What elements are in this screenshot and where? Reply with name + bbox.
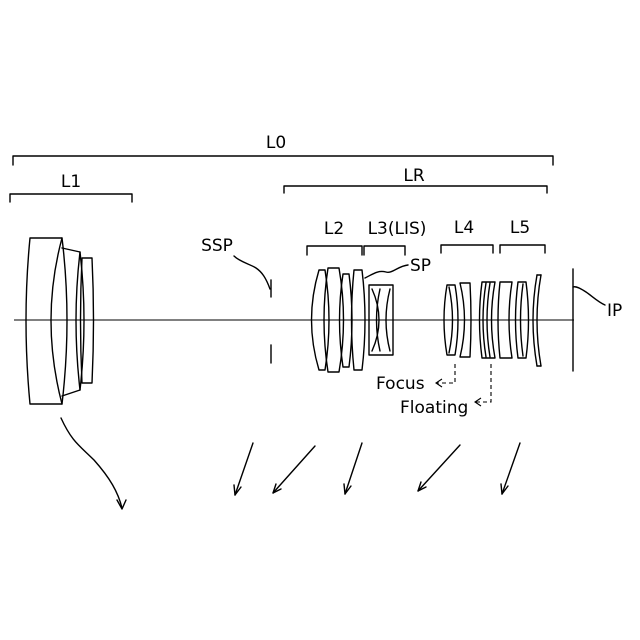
lens-group-l1 xyxy=(26,238,94,404)
label-l5: L5 xyxy=(510,218,530,238)
focus-arrow xyxy=(436,364,455,387)
label-lr: LR xyxy=(403,166,424,186)
leader-sp xyxy=(365,265,408,278)
movement-arrow-l5 xyxy=(501,443,520,494)
label-l1: L1 xyxy=(61,172,81,192)
floating-arrow xyxy=(475,364,491,406)
leader-ip xyxy=(573,287,605,305)
leader-ssp xyxy=(234,256,270,289)
label-floating: Floating xyxy=(400,398,468,418)
bracket-l0 xyxy=(13,156,553,165)
movement-arrow-l3 xyxy=(344,443,362,494)
bracket-l1 xyxy=(10,194,132,202)
bracket-lr xyxy=(284,186,547,193)
label-l4: L4 xyxy=(454,218,474,238)
movement-arrow-l1 xyxy=(61,418,126,509)
movement-arrow-l2 xyxy=(273,446,315,493)
label-ssp: SSP xyxy=(201,236,233,256)
label-l2: L2 xyxy=(324,219,344,239)
bracket-l4 xyxy=(441,245,493,253)
bracket-l5 xyxy=(500,245,545,253)
bracket-l3 xyxy=(364,246,405,255)
label-ip: IP xyxy=(607,301,622,321)
movement-arrow-ssp xyxy=(234,443,253,495)
bracket-l2 xyxy=(307,246,362,255)
label-l3: L3(LIS) xyxy=(368,219,427,239)
label-l0: L0 xyxy=(266,133,286,153)
label-sp: SP xyxy=(410,256,431,276)
label-focus: Focus xyxy=(376,374,425,394)
movement-arrow-l4 xyxy=(418,445,460,491)
